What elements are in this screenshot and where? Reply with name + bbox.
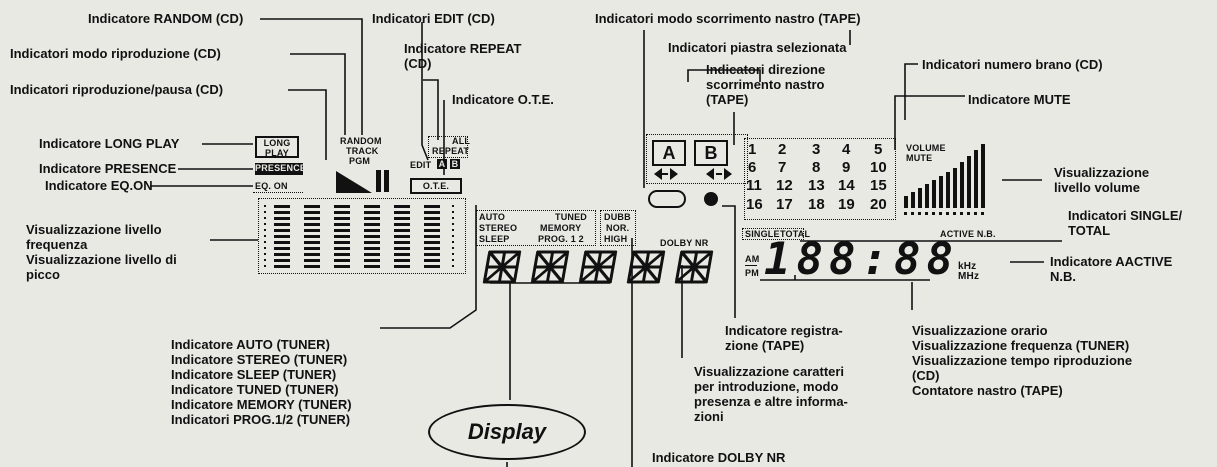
- edit-b-indicator: B: [450, 159, 460, 169]
- tuner-indicators-label: Indicatore AUTO (TUNER) Indicatore STERE…: [171, 337, 352, 427]
- track-number-18: 18: [808, 196, 825, 213]
- track-number-10: 10: [870, 159, 887, 176]
- play-pause-icon: [336, 170, 389, 193]
- edit-indicator: EDIT: [410, 160, 432, 170]
- frequency-level-meter: [258, 198, 466, 274]
- long-play-label: Indicatore LONG PLAY: [39, 136, 180, 151]
- record-label: Indicatore registra- zione (TAPE): [725, 323, 843, 353]
- track-number-11: 11: [746, 177, 762, 194]
- play-pause-label: Indicatori riproduzione/pausa (CD): [10, 82, 224, 97]
- repeat-indicator: REPEAT: [432, 146, 470, 156]
- tuner-indicator-box: [476, 210, 596, 246]
- track-number-7: 7: [778, 159, 787, 176]
- freq-level-label: Visualizzazione livello frequenza Visual…: [26, 222, 177, 282]
- mhz-indicator: MHz: [958, 271, 980, 282]
- stereo-indicator: STEREO: [479, 223, 518, 233]
- eq-divider: [253, 192, 303, 193]
- single-indicator: SINGLE: [745, 229, 780, 239]
- deck-box: [646, 134, 748, 184]
- volume-indicator: VOLUME: [906, 143, 946, 153]
- sleep-indicator: SLEEP: [479, 234, 510, 244]
- active-nb-indicator: ACTIVE N.B.: [940, 229, 996, 239]
- pm-indicator: PM: [745, 268, 759, 278]
- tape-run-indicator: [648, 190, 686, 208]
- random-indicator: RANDOM: [340, 136, 382, 146]
- track-number-13: 13: [808, 177, 825, 194]
- play-mode-label: Indicatori modo riproduzione (CD): [10, 46, 221, 61]
- nor-indicator: NOR.: [606, 223, 630, 233]
- dolby-nr-label: Indicatore DOLBY NR: [652, 450, 786, 465]
- dolby-nr-indicator: DOLBY NR: [660, 238, 709, 248]
- ote-label: Indicatore O.T.E.: [452, 92, 554, 107]
- am-indicator: AM: [745, 254, 760, 264]
- pgm-indicator: PGM: [349, 156, 371, 166]
- dubb-indicator: DUBB: [604, 212, 631, 222]
- volume-level-label: Visualizzazione livello volume: [1054, 165, 1150, 195]
- memory-indicator: MEMORY: [540, 223, 582, 233]
- record-dot-icon: [704, 192, 718, 206]
- track-number-label: Indicatori numero brano (CD): [922, 57, 1103, 72]
- single-total-label: Indicatori SINGLE/ TOTAL: [1068, 208, 1183, 238]
- presence-label: Indicatore PRESENCE: [39, 161, 177, 176]
- long-play-indicator: LONG PLAY: [255, 136, 299, 158]
- track-number-12: 12: [776, 177, 793, 194]
- random-cd-label: Indicatore RANDOM (CD): [88, 11, 244, 26]
- active-nb-label: Indicatore AACTIVE N.B.: [1050, 254, 1173, 284]
- track-number-5: 5: [874, 141, 883, 158]
- tape-direction-arrows-icon: [654, 168, 732, 180]
- khz-indicator: kHz: [958, 261, 977, 272]
- prog-indicator: PROG. 1 2: [538, 234, 584, 244]
- track-number-16: 16: [746, 196, 763, 213]
- edit-cd-label: Indicatori EDIT (CD): [372, 11, 495, 26]
- deck-b-indicator: B: [694, 140, 728, 166]
- tape-mode-label: Indicatori modo scorrimento nastro (TAPE…: [595, 11, 861, 26]
- track-number-20: 20: [870, 196, 887, 213]
- volume-level-bars: [904, 144, 985, 215]
- track-number-2: 2: [778, 141, 787, 158]
- all-indicator: ALL: [452, 136, 471, 146]
- repeat-cd-label: Indicatore REPEAT (CD): [404, 41, 522, 71]
- edit-a-indicator: A: [437, 159, 447, 169]
- track-number-8: 8: [812, 159, 821, 176]
- track-number-3: 3: [812, 141, 821, 158]
- character-display-digits: [482, 250, 714, 284]
- track-number-6: 6: [748, 159, 757, 176]
- track-number-15: 15: [870, 177, 887, 194]
- deck-a-indicator: A: [652, 140, 686, 166]
- track-number-14: 14: [838, 177, 855, 194]
- single-total-box: [742, 228, 804, 240]
- frequency-bars: [264, 205, 454, 268]
- tuned-indicator: TUNED: [555, 212, 587, 222]
- mute-label: Indicatore MUTE: [968, 92, 1071, 107]
- auto-indicator: AUTO: [479, 212, 506, 222]
- track-number-9: 9: [842, 159, 851, 176]
- tape-mode-box: [600, 210, 636, 246]
- high-indicator: HIGH: [604, 234, 628, 244]
- chars-label: Visualizzazione caratteri per introduzio…: [694, 364, 848, 424]
- eq-on-label: Indicatore EQ.ON: [45, 178, 153, 193]
- clock-label: Visualizzazione orario Visualizzazione f…: [912, 323, 1133, 398]
- track-indicator: TRACK: [346, 146, 379, 156]
- eq-on-indicator: EQ. ON: [255, 181, 288, 191]
- track-number-17: 17: [776, 196, 793, 213]
- am-pm-divider: [745, 265, 757, 266]
- display-title-oval: Display: [428, 404, 586, 460]
- track-number-grid: [744, 138, 896, 220]
- presence-indicator: PRESENCE: [255, 163, 307, 175]
- mute-indicator: MUTE: [906, 153, 933, 163]
- clock-digits: 188:88: [764, 234, 959, 285]
- repeat-box: [428, 136, 468, 158]
- track-number-1: 1: [748, 141, 757, 158]
- track-number-19: 19: [838, 196, 855, 213]
- total-indicator: TOTAL: [780, 229, 811, 239]
- deck-selected-label: Indicatori piastra selezionata: [668, 40, 847, 55]
- track-number-4: 4: [842, 141, 851, 158]
- ote-indicator: O.T.E.: [410, 178, 462, 194]
- tape-direction-label: Indicatori direzione scorrimento nastro …: [706, 62, 826, 107]
- display-title: Display: [467, 419, 547, 444]
